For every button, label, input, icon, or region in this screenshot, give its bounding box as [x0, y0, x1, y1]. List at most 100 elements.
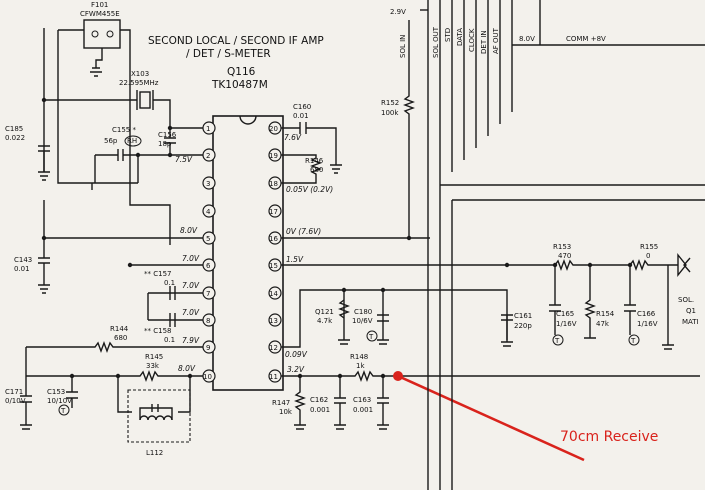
- ic-pins-left: 1 2 3 4 5 6 7 8 9 10: [202, 121, 216, 383]
- pin-1-label: 1: [206, 125, 210, 133]
- r153-value: 470: [558, 252, 571, 260]
- pin-17-label: 17: [269, 208, 278, 216]
- pin-16-label: 16: [269, 235, 278, 243]
- r152-value: 100k: [381, 109, 399, 117]
- f101-ground: [90, 67, 102, 77]
- r144-resistor: [26, 341, 203, 353]
- pin-7-label: 7: [206, 290, 210, 298]
- r154-resistor: [584, 265, 596, 339]
- c155-value: 56p: [104, 137, 118, 145]
- voltage-pin-8: 7.0V: [182, 308, 200, 317]
- f101-pin-b: [106, 30, 114, 38]
- annotation-arrow: [397, 374, 585, 462]
- pin-12-line: [281, 289, 508, 348]
- c163-value: 0.001: [353, 406, 373, 414]
- c160-ground: [330, 164, 342, 174]
- c162-capacitor: [334, 376, 346, 430]
- pin-17: [268, 204, 282, 218]
- junction: [587, 262, 593, 268]
- pin-voltages: 7.5V 8.0V 7.0V 7.0V 7.0V 7.9V 8.0V 3.2V …: [175, 133, 333, 374]
- bus-line-sol-out: SOL OUT: [432, 26, 440, 58]
- bus-voltage-29: 2.9V: [390, 8, 406, 16]
- voltage-pin-9: 7.9V: [182, 336, 200, 345]
- ic-pins-right: 20 19 18 17 16 15 14 13 12 11: [268, 121, 282, 383]
- pin-11-line: [281, 370, 700, 382]
- r145-label: R145: [145, 353, 163, 361]
- c156-capacitor: [164, 128, 176, 155]
- bus-line-sol-in: SOL IN: [399, 35, 407, 58]
- r148-label: R148: [350, 353, 368, 361]
- pin-20-label: 20: [269, 125, 278, 133]
- c161-value: 220p: [514, 322, 532, 330]
- x103-value: 22.595MHz: [119, 79, 159, 87]
- c171-value: 0/10V: [5, 397, 26, 405]
- r145-resistor: [26, 370, 203, 382]
- c160-value: 0.01: [293, 112, 309, 120]
- r153-label: R153: [553, 243, 571, 251]
- ic-title-line2: / DET / S-METER: [186, 48, 271, 60]
- pin-19-label: 19: [269, 152, 278, 160]
- c155-label: C155 *: [112, 126, 136, 134]
- c166-value: 1/16V: [637, 320, 658, 328]
- c155-capacitor: [94, 149, 203, 183]
- sol-label: SOL.: [678, 296, 694, 304]
- bus-line-data: DATA: [456, 28, 464, 46]
- r144-label: R144: [110, 325, 129, 333]
- c185-label: C185: [5, 125, 23, 133]
- junction: [552, 262, 558, 268]
- x103-electrodes: [136, 90, 154, 110]
- junction: [504, 262, 510, 268]
- ic-part: TK10487M: [211, 79, 268, 91]
- r147-label: R147: [272, 399, 290, 407]
- pin-14-label: 14: [269, 290, 278, 298]
- c157-value: 0.1: [164, 279, 175, 287]
- pin-11-label: 11: [269, 373, 278, 381]
- c153-label: C153: [47, 388, 65, 396]
- r147-value: 10k: [279, 408, 293, 416]
- c163-capacitor: [377, 376, 389, 430]
- c163-label: C163: [353, 396, 371, 404]
- r145-value: 33k: [146, 362, 160, 370]
- voltage-pin-19: 7.6V: [284, 133, 302, 142]
- f101-part: CFWM455E: [80, 10, 120, 18]
- annotation-label: 70cm Receive: [560, 429, 658, 445]
- c171-capacitor: [20, 347, 32, 430]
- c153-mark: [58, 404, 70, 416]
- c158-value: 0.1: [164, 336, 175, 344]
- l112-wiring: [117, 376, 191, 413]
- c165-value: 1/16V: [556, 320, 577, 328]
- f101-pin-a: [91, 30, 99, 38]
- x103-label: X103: [131, 70, 149, 78]
- c162-label: C162: [310, 396, 328, 404]
- x103-crystal: [139, 91, 151, 109]
- pin-3: [202, 176, 216, 190]
- pin-14: [268, 286, 282, 300]
- junction: [41, 97, 47, 103]
- pin-13-label: 13: [269, 317, 278, 325]
- voltage-pin-6: 7.0V: [182, 254, 200, 263]
- voltage-pin-12: 0.09V: [285, 350, 308, 359]
- pin-6-label: 6: [206, 262, 211, 270]
- voltage-pin-16: 0V (7.6V): [286, 227, 321, 236]
- voltage-pin-15: 1.5V: [286, 255, 304, 264]
- ic-title-line1: SECOND LOCAL / SECOND IF AMP: [148, 35, 324, 47]
- l112-label: L112: [146, 449, 163, 457]
- l112-inductor: [139, 415, 173, 421]
- voltage-pin-5: 8.0V: [180, 226, 198, 235]
- junction: [167, 152, 173, 158]
- r148-value: 1k: [356, 362, 365, 370]
- pin-9-label: 9: [206, 344, 210, 352]
- r154-label: R154: [596, 310, 615, 318]
- c160-capacitor: [281, 122, 337, 165]
- ic-ref: Q116: [227, 66, 256, 78]
- bus-lines: [427, 0, 705, 490]
- bus-line-std: STD: [444, 28, 452, 42]
- f101-wiring: [57, 29, 171, 238]
- junction: [341, 287, 347, 293]
- c165-mark-t: T: [554, 337, 560, 345]
- junction: [127, 262, 133, 268]
- rh-mark: [124, 135, 142, 147]
- c165-label: C165: [556, 310, 574, 318]
- c180-mark-t: T: [368, 333, 374, 341]
- junction: [627, 262, 633, 268]
